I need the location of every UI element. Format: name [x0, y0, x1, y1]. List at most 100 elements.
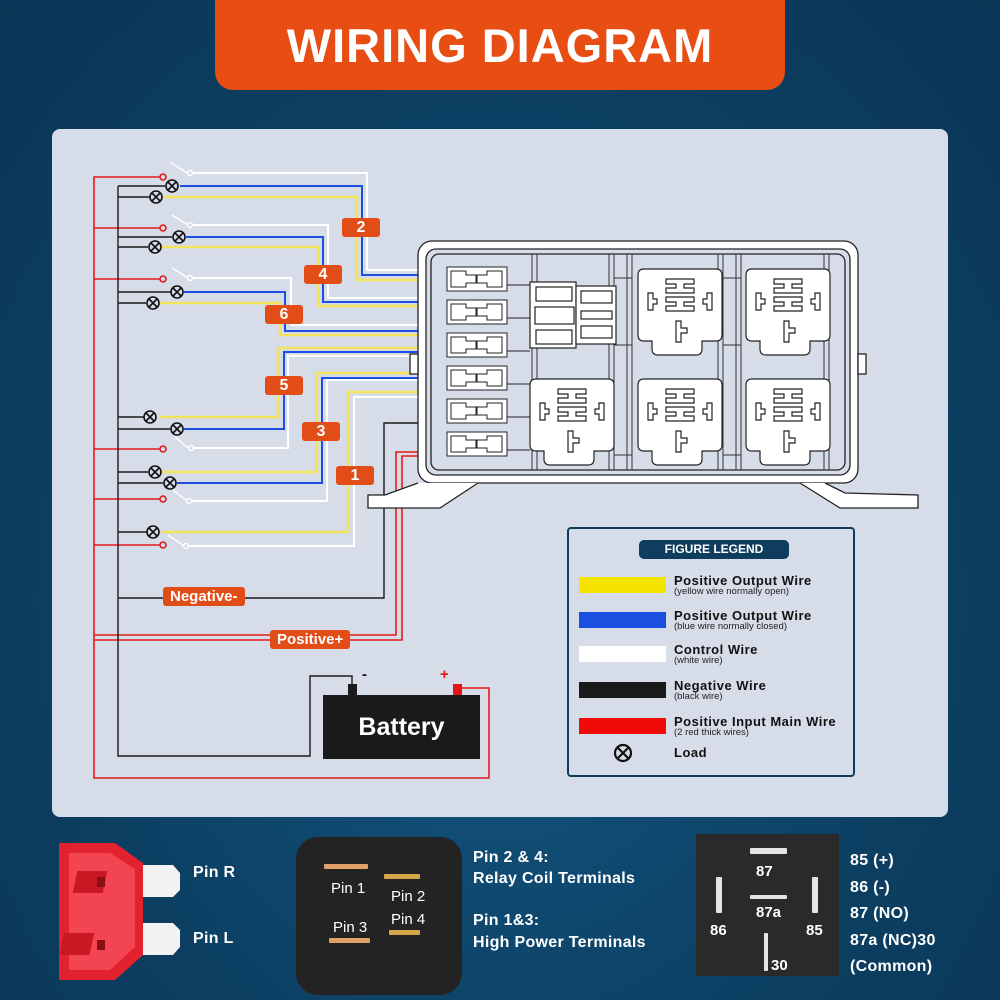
- black-bus: [117, 185, 418, 757]
- relay-socket: [745, 378, 831, 466]
- legend-swatch: [579, 612, 666, 628]
- fuse-slot: [446, 365, 530, 391]
- legend-sublabel: (yellow wire normally open): [674, 586, 790, 597]
- negative-label: Negative-: [163, 587, 245, 606]
- battery-positive-terminal: [453, 684, 462, 695]
- legend-label: Positive Output Wire: [674, 608, 812, 623]
- load-lamp-icon: [149, 190, 163, 204]
- relay-pin-image: Pin 1 Pin 2 Pin 3 Pin 4: [296, 837, 462, 995]
- positive-label: Positive+: [270, 630, 351, 649]
- circuit-label-1: 1: [336, 466, 374, 485]
- pin-4-label: Pin 4: [391, 911, 426, 928]
- load-lamp-icon: [165, 179, 179, 193]
- terminal-85: [812, 877, 818, 913]
- pin-4-terminal: [389, 930, 420, 935]
- battery-label: Battery: [358, 712, 445, 741]
- terminal-87a-label: 87a: [756, 904, 782, 921]
- relay-socket: [637, 268, 723, 356]
- terminal-desc: (Common): [850, 958, 933, 975]
- relay-socket: [637, 378, 723, 466]
- legend-item-white: Control Wire (white wire): [579, 642, 849, 672]
- terminal-desc: 85 (+): [850, 852, 895, 869]
- legend-item-yellow: Positive Output Wire (yellow wire normal…: [579, 573, 849, 603]
- circuit-label-5: 5: [265, 376, 303, 395]
- legend-title: FIGURE LEGEND: [639, 540, 789, 559]
- fuse-slot: [446, 332, 530, 358]
- pin-1-terminal: [324, 864, 368, 869]
- fuse-pin-r: Pin R: [193, 864, 236, 881]
- legend-item-red: Positive Input Main Wire (2 red thick wi…: [579, 714, 849, 744]
- battery: Battery: [323, 695, 480, 759]
- terminal-87a: [750, 895, 787, 899]
- switch-levers: [167, 161, 195, 550]
- fuse-slots: [446, 266, 530, 457]
- load-lamp-icon: [613, 743, 633, 763]
- legend-label: Load: [674, 745, 708, 760]
- relay-socket: [745, 268, 831, 356]
- legend-label: Positive Output Wire: [674, 573, 812, 588]
- fuse-pin-l: Pin L: [193, 930, 234, 947]
- circuit-label-4: 4: [304, 265, 342, 284]
- legend-sublabel: (black wire): [674, 691, 723, 702]
- terminal-87-label: 87: [756, 863, 773, 880]
- load-lamp-icon: [170, 422, 184, 436]
- fuse-slot: [446, 431, 530, 457]
- circuit-label-6: 6: [265, 305, 303, 324]
- circuit-label-2: 2: [342, 218, 380, 237]
- terminal-86-label: 86: [710, 922, 727, 939]
- legend-swatch: [579, 718, 666, 734]
- pin-2-terminal: [384, 874, 420, 879]
- battery-pos-symbol: +: [440, 666, 449, 683]
- legend-item-blue: Positive Output Wire (blue wire normally…: [579, 608, 849, 638]
- coil-desc: Relay Coil Terminals: [473, 870, 636, 887]
- legend-swatch: [579, 646, 666, 662]
- terminal-30: [764, 933, 768, 971]
- pin-1-label: Pin 1: [331, 880, 366, 897]
- terminal-desc: 87a (NC)30: [850, 931, 936, 949]
- terminal-desc: 87 (NO): [850, 905, 909, 922]
- fuse-slot: [446, 398, 530, 424]
- battery-negative-terminal: [348, 684, 357, 695]
- legend-label: Positive Input Main Wire: [674, 714, 837, 729]
- load-lamp-icon: [172, 230, 186, 244]
- battery-terminals: [348, 684, 462, 695]
- legend-item-load: Load: [579, 742, 849, 772]
- legend-item-black: Negative Wire (black wire): [579, 678, 849, 708]
- coil-title: Pin 2 & 4:: [473, 849, 549, 866]
- pin-3-label: Pin 3: [333, 919, 368, 936]
- figure-legend: FIGURE LEGEND Positive Output Wire (yell…: [567, 527, 855, 777]
- terminal-descriptions: 85 (+) 86 (-) 87 (NO) 87a (NC)30 (Common…: [850, 848, 936, 981]
- power-desc: High Power Terminals: [473, 934, 646, 951]
- maxi-fuse-slot: [529, 281, 617, 349]
- load-lamp-icon: [170, 285, 184, 299]
- load-lamp-icon: [146, 296, 160, 310]
- legend-sublabel: (white wire): [674, 655, 723, 666]
- page-title: WIRING DIAGRAM: [286, 18, 714, 72]
- power-title: Pin 1&3:: [473, 912, 540, 929]
- load-lamp-icon: [163, 476, 177, 490]
- terminal-87: [750, 848, 787, 854]
- legend-sublabel: (2 red thick wires): [674, 727, 749, 738]
- load-lamp-icon: [146, 525, 160, 539]
- pin-3-terminal: [329, 938, 370, 943]
- fuse-slot: [446, 266, 530, 292]
- load-lamp-icon: [148, 465, 162, 479]
- blade-fuse-image: [59, 843, 180, 980]
- legend-label: Control Wire: [674, 642, 758, 657]
- title-banner: WIRING DIAGRAM: [215, 0, 785, 90]
- red-bus: [93, 176, 490, 779]
- legend-swatch: [579, 577, 666, 593]
- fuse-slot: [446, 299, 530, 325]
- terminal-desc: 86 (-): [850, 878, 891, 896]
- legend-swatch: [579, 682, 666, 698]
- pin-2-label: Pin 2: [391, 888, 426, 905]
- legend-sublabel: (blue wire normally closed): [674, 621, 787, 632]
- load-lamps: [143, 179, 186, 539]
- relay-socket: [529, 378, 615, 466]
- terminal-30-label: 30: [771, 957, 788, 974]
- legend-label: Negative Wire: [674, 678, 767, 693]
- load-lamp-icon: [143, 410, 157, 424]
- switch-terminals: [159, 173, 167, 549]
- terminal-86: [716, 877, 722, 913]
